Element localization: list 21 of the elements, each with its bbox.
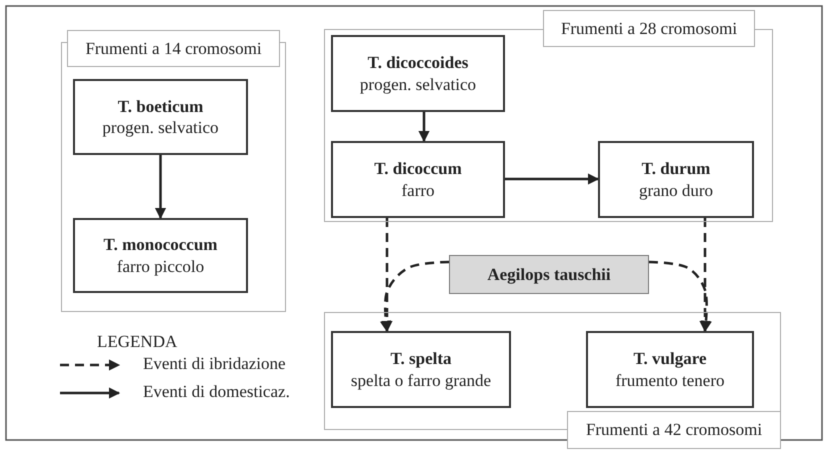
group-title: Frumenti a 28 cromosomi xyxy=(543,10,755,47)
legend-text: Eventi di ibridazione xyxy=(143,354,286,374)
group-title: Frumenti a 14 cromosomi xyxy=(67,30,280,67)
arrow xyxy=(418,112,430,142)
dashed-arrow xyxy=(648,260,712,332)
dashed-arrow xyxy=(381,218,393,332)
taxon-box: T. vulgare frumento tenero xyxy=(586,331,754,408)
taxon-box: T. durum grano duro xyxy=(598,141,754,218)
arrow xyxy=(154,155,166,220)
taxon-box: T. dicoccoides progen. selvatico xyxy=(331,35,505,112)
species-box: Aegilops tauschii xyxy=(449,255,649,294)
dashed-arrow xyxy=(380,260,450,332)
taxon-box: T. boeticum progen. selvatico xyxy=(73,79,248,155)
arrow xyxy=(505,173,600,185)
dashed-arrow xyxy=(699,218,711,332)
legend-title: LEGENDA xyxy=(97,332,178,352)
taxon-box: T. spelta spelta o farro grande xyxy=(331,331,511,408)
group-title: Frumenti a 42 cromosomi xyxy=(567,411,781,449)
legend-text: Eventi di domesticaz. xyxy=(143,382,290,402)
taxon-box: T. dicoccum farro xyxy=(331,141,505,218)
taxon-box: T. monococcum farro piccolo xyxy=(73,218,248,293)
